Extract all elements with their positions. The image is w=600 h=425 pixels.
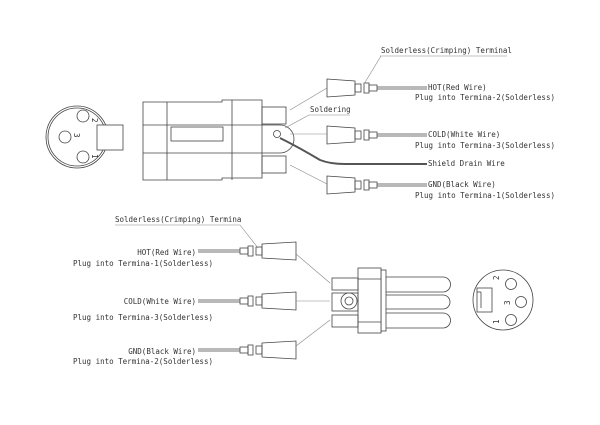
terminal-gnd	[326, 175, 427, 195]
top-terminals	[279, 55, 507, 195]
bottom-gnd-label: GND(Black Wire)	[128, 347, 196, 356]
pin-label: 1	[90, 154, 99, 159]
top-cold-plug-label: Plug into Termina-3(Solderless)	[415, 141, 555, 150]
top-connector-face: 2 3 1	[45, 105, 124, 169]
pin-label: 2	[90, 118, 99, 123]
top-gnd-plug-label: Plug into Termina-1(Solderless)	[415, 191, 555, 200]
bottom-connector-body	[331, 267, 451, 334]
shield-drain-wire	[279, 137, 427, 165]
pin-label: 3	[72, 133, 81, 138]
pin-label: 1	[492, 319, 501, 324]
terminal-hot	[326, 78, 427, 98]
bottom-gnd-plug-label: Plug into Termina-2(Solderless)	[73, 357, 213, 366]
top-hot-plug-label: Plug into Termina-2(Solderless)	[415, 93, 555, 102]
bottom-cold-label: COLD(White Wire)	[124, 297, 196, 306]
top-connector-body	[142, 99, 295, 181]
pin-label: 2	[492, 275, 501, 280]
bottom-terminal-label: Solderless(Crimping) Termina	[115, 215, 241, 224]
shield-label: Shield Drain Wire	[428, 159, 505, 168]
bottom-hot-label: HOT(Red Wire)	[137, 248, 196, 257]
pin-label: 3	[503, 300, 512, 305]
top-terminal-label: Solderless(Crimping) Terminal	[381, 46, 512, 55]
terminal-gnd	[198, 340, 297, 360]
terminal-cold	[326, 125, 427, 145]
top-hot-label: HOT(Red Wire)	[428, 83, 487, 92]
bottom-connector-face: 2 3 1	[472, 269, 534, 331]
bottom-cold-plug-label: Plug into Termina-3(Solderless)	[73, 313, 213, 322]
top-cold-label: COLD(White Wire)	[428, 130, 500, 139]
terminal-hot	[198, 241, 297, 261]
top-gnd-label: GND(Black Wire)	[428, 180, 496, 189]
bottom-terminals	[115, 224, 331, 360]
terminal-cold	[198, 291, 297, 311]
soldering-label: Soldering	[310, 105, 351, 114]
bottom-hot-plug-label: Plug into Termina-1(Solderless)	[73, 259, 213, 268]
